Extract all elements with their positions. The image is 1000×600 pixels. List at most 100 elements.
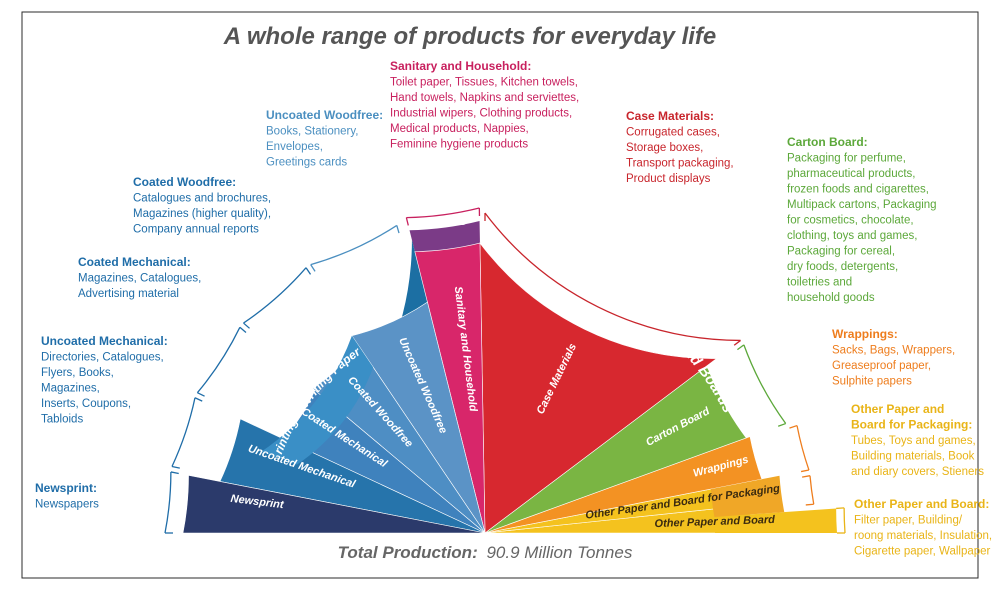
callout-uncoated-mech-line: Tabloids	[41, 414, 83, 426]
bracket-other-pack	[809, 475, 815, 505]
callout-other-line: roong materials, Insulation,	[854, 530, 992, 542]
bracket-coated-wf	[243, 267, 307, 324]
bracket-coated-wf-tick	[305, 267, 312, 275]
callout-coated-mech: Coated Mechanical: Magazines, Catalogues,…	[78, 255, 201, 300]
diagram-border	[21, 11, 979, 579]
slice-case	[479, 242, 718, 534]
total-value: 90.9 Million Tonnes	[486, 543, 632, 562]
diagram-title: A whole range of products for everyday l…	[223, 23, 717, 50]
bracket-newsprint-tick	[170, 471, 179, 475]
callout-wrappings-line: Sulphite papers	[832, 376, 912, 388]
callout-case-line: Product displays	[626, 173, 711, 185]
callout-coated-wf-line: Catalogues and brochures,	[133, 193, 271, 205]
bracket-other	[843, 507, 846, 534]
callout-coated-wf-line: Company annual reports	[133, 224, 259, 236]
bracket-coated-wf-tick	[243, 322, 250, 329]
callout-case-line: Corrugated cases,	[626, 127, 720, 139]
callout-other: Other Paper and Board:Filter paper, Buil…	[854, 497, 992, 558]
callout-newsprint: Newsprint:Newspapers	[35, 481, 99, 511]
callout-uncoated-wf-head: Uncoated Woodfree:	[266, 108, 383, 122]
bracket-case-tick	[733, 339, 741, 346]
callout-coated-wf-head: Coated Woodfree:	[133, 175, 236, 189]
bracket-coated-mech-tick	[239, 326, 247, 333]
bracket-other-tick	[836, 507, 845, 510]
callout-sanitary-line: Industrial wipers, Clothing products,	[390, 108, 572, 120]
bracket-uncoated-wf-tick	[396, 225, 400, 234]
callout-sanitary-line: Medical products, Nappies,	[390, 123, 529, 135]
callout-coated-mech-line: Magazines, Catalogues,	[78, 273, 201, 285]
callout-case-line: Transport packaging,	[626, 158, 734, 170]
bracket-wrappings-tick	[789, 424, 798, 429]
callout-sanitary-line: Feminine hygiene products	[390, 139, 528, 151]
callout-uncoated-wf-line: Greetings cards	[266, 157, 347, 169]
callout-carton-line: toiletries and	[787, 277, 852, 289]
bracket-uncoated-mech-tick	[194, 397, 203, 402]
bracket-uncoated-mech	[171, 397, 196, 467]
callout-uncoated-mech: Uncoated Mechanical: Directories, Catalog…	[41, 334, 168, 426]
callout-sanitary-head: Sanitary and Household:	[390, 59, 531, 73]
callout-wrappings: Wrappings: Sacks, Bags, Wrappers, Greasepr…	[832, 327, 955, 388]
callout-wrappings-line: Greaseproof paper,	[832, 360, 931, 372]
bracket-coated-mech-tick	[197, 392, 205, 397]
bracket-other-pack-tick	[801, 475, 811, 478]
bracket-uncoated-wf-tick	[310, 264, 316, 272]
callout-carton: Carton Board:Packaging for perfume,pharm…	[787, 135, 937, 304]
callout-carton-line: household goods	[787, 292, 875, 304]
callout-coated-mech-head: Coated Mechanical:	[78, 255, 191, 269]
callout-uncoated-mech-line: Flyers, Books,	[41, 367, 114, 379]
bracket-carton	[743, 344, 787, 424]
callout-other-pack-line: Building materials, Book	[851, 451, 975, 463]
bracket-carton-tick	[777, 422, 786, 427]
bracket-newsprint	[164, 471, 172, 534]
slice-uncoated-wf	[351, 301, 486, 534]
bracket-carton-tick	[737, 344, 745, 351]
callout-uncoated-wf-line: Books, Stationery,	[266, 126, 358, 138]
callout-carton-line: for cosmetics, chocolate,	[787, 215, 914, 227]
callout-uncoated-mech-line: Magazines,	[41, 383, 100, 395]
bracket-coated-mech	[196, 327, 241, 394]
callout-other-head: Other Paper and Board:	[854, 497, 989, 511]
printing-ring	[261, 335, 374, 465]
bracket-wrappings-tick	[800, 469, 810, 473]
callout-other-line: Cigarette paper, Wallpaper	[854, 546, 991, 558]
slice-sanitary	[414, 242, 486, 534]
slice-other-pack-outer	[710, 475, 785, 517]
bracket-other-pack-tick	[805, 503, 814, 506]
callout-sanitary: Sanitary and Household: Toilet paper, Tis…	[390, 59, 579, 151]
callout-uncoated-mech-line: Directories, Catalogues,	[41, 352, 164, 364]
total-production: Total Production: 90.9 Million Tonnes	[338, 543, 633, 562]
label-other: Other Paper and Board	[654, 514, 775, 530]
callout-wrappings-line: Sacks, Bags, Wrappers,	[832, 345, 955, 357]
callout-carton-line: Packaging for perfume,	[787, 153, 906, 165]
slice-other-outer	[714, 508, 837, 533]
callout-uncoated-mech-line: Inserts, Coupons,	[41, 398, 131, 410]
callout-uncoated-mech-head: Uncoated Mechanical:	[41, 334, 168, 348]
slice-wrappings	[484, 436, 763, 534]
callout-newsprint-head: Newsprint:	[35, 481, 97, 495]
bracket-case	[484, 212, 741, 342]
callout-other-pack-head2: Board for Packaging:	[851, 418, 972, 432]
callout-uncoated-wf: Uncoated Woodfree: Books, Stationery, Enve…	[266, 108, 383, 169]
bracket-sanitary-tick	[405, 217, 409, 226]
callout-carton-line: frozen foods and cigarettes,	[787, 184, 929, 196]
callout-other-pack-line: Tubes, Toys and games,	[851, 435, 976, 447]
callout-carton-line: dry foods, detergents,	[787, 261, 898, 273]
callout-carton-line: Multipack cartons, Packaging	[787, 199, 937, 211]
callout-coated-wf-line: Magazines (higher quality),	[133, 208, 271, 220]
callout-other-pack-head: Other Paper and	[851, 402, 944, 416]
callout-coated-mech-line: Advertising material	[78, 288, 179, 300]
callout-wrappings-head: Wrappings:	[832, 327, 898, 341]
bracket-sanitary	[406, 207, 480, 219]
callout-carton-head: Carton Board:	[787, 135, 868, 149]
callout-other-pack-line: and diary covers, Stieners	[851, 466, 984, 478]
bracket-uncoated-wf	[310, 224, 398, 266]
callout-uncoated-wf-line: Envelopes,	[266, 141, 323, 153]
callout-labels: Newsprint:Newspapers Uncoated Mechanical:…	[35, 59, 992, 558]
slice-newsprint	[182, 475, 486, 534]
callout-sanitary-line: Toilet paper, Tissues, Kitchen towels,	[390, 77, 578, 89]
callout-sanitary-line: Hand towels, Napkins and serviettes,	[390, 92, 579, 104]
callout-case-line: Storage boxes,	[626, 142, 703, 154]
callout-case-head: Case Materials:	[626, 109, 714, 123]
total-label: Total Production:	[338, 543, 478, 562]
